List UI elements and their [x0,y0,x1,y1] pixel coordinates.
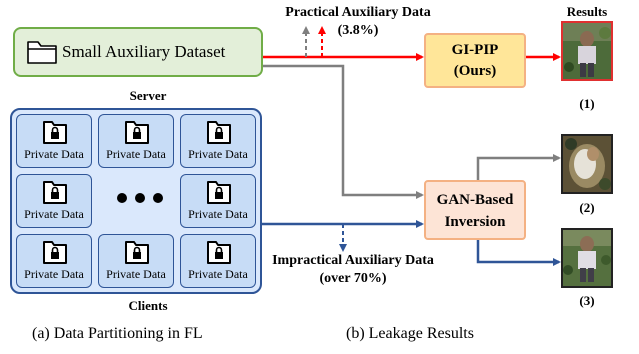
private-data-label: Private Data [24,207,84,221]
private-data-label: Private Data [24,147,84,161]
folder-icon [27,41,57,64]
locked-folder-icon [43,241,67,264]
gi-pip-title: GI-PIP [451,42,499,58]
private-data-cell: Private Data [16,174,92,228]
private-data-cell: Private Data [180,114,256,168]
impractical-data-title: Impractical Auxiliary Data [272,253,434,268]
locked-folder-icon [125,121,149,144]
auxiliary-dataset-label: Small Auxiliary Dataset [62,42,226,61]
private-data-label: Private Data [188,207,248,221]
locked-folder-icon [207,241,231,264]
gray-arrow-aux-to-gan [263,64,424,199]
locked-folder-icon [125,241,149,264]
result-image-1 [561,21,613,81]
private-data-cell: Private Data [98,234,174,288]
impractical-data-label: Impractical Auxiliary Data (over 70%) [268,252,438,288]
results-title: Results [566,4,608,19]
private-data-label: Private Data [24,267,84,281]
result-label-1: (1) [579,96,595,111]
locked-folder-icon [207,121,231,144]
caption-left: (a) Data Partitioning in FL [32,325,203,342]
result-image-2 [561,134,613,194]
private-data-label: Private Data [106,267,166,281]
private-data-cell: Private Data [98,114,174,168]
locked-folder-icon [207,181,231,204]
private-data-label: Private Data [188,147,248,161]
practical-data-percent: (3.8%) [337,23,379,38]
private-data-label: Private Data [106,147,166,161]
blue-arrow-to-result-3 [476,240,561,266]
clients-label: Clients [128,298,168,313]
gan-inversion-box: GAN-Based Inversion [424,180,526,240]
locked-folder-icon [43,181,67,204]
gan-subtitle: Inversion [444,214,506,230]
private-data-label: Private Data [188,267,248,281]
private-data-cell: Private Data [16,234,92,288]
result-label-3: (3) [579,293,595,308]
result-label-2: (2) [579,200,595,215]
gray-arrow-to-result-2 [476,154,561,180]
gi-pip-subtitle: (Ours) [453,63,497,79]
gan-title: GAN-Based [436,192,514,208]
practical-data-label: Practical Auxiliary Data (3.8%) [268,4,448,40]
result-image-3 [561,228,613,288]
server-panel: Private Data Private Data Private Data [10,108,262,294]
ellipsis-icon [117,193,163,203]
private-data-cell: Private Data [16,114,92,168]
private-data-cell: Private Data [180,234,256,288]
server-label: Server [129,88,167,103]
auxiliary-dataset-box [13,27,263,77]
caption-right: (b) Leakage Results [346,325,474,342]
gi-pip-box: GI-PIP (Ours) [424,33,526,88]
practical-data-title: Practical Auxiliary Data [285,5,431,20]
private-data-cell: Private Data [180,174,256,228]
locked-folder-icon [43,121,67,144]
impractical-data-percent: (over 70%) [319,271,387,286]
